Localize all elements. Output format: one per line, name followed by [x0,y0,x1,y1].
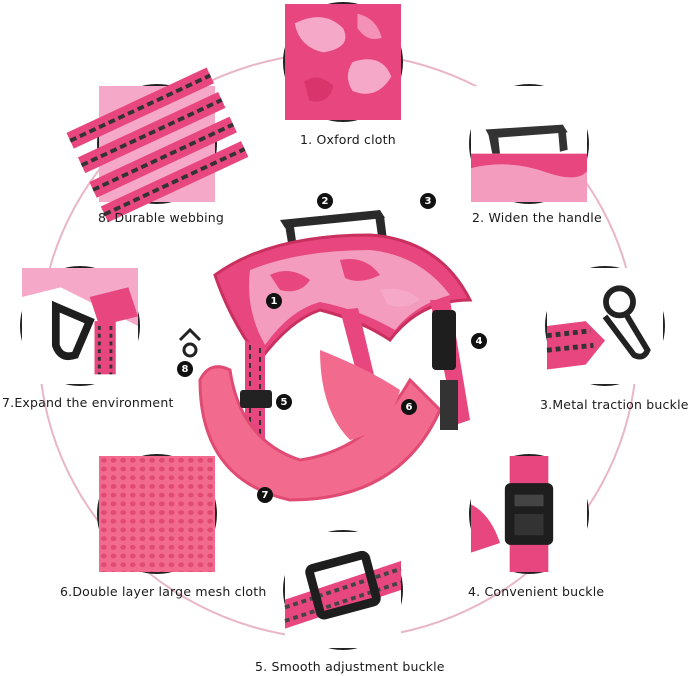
badge-6: 6 [401,399,417,415]
label-oxford-cloth: 1. Oxford cloth [300,132,396,147]
badge-5: 5 [276,394,292,410]
metal-buckle-image [545,266,665,386]
mesh-cloth-image [97,454,217,574]
badge-8: 8 [177,361,193,377]
badge-2: 2 [317,193,333,209]
label-d-ring: 7.Expand the environment [2,395,174,410]
badge-7: 7 [257,487,273,503]
badge-1: 1 [266,293,282,309]
convenient-buckle-image [469,454,589,574]
label-handle: 2. Widen the handle [472,210,602,225]
adjustment-buckle-image [283,530,403,650]
label-webbing: 8. Durable webbing [98,210,225,225]
label-metal-buckle: 3.Metal traction buckle [540,397,689,412]
label-mesh-cloth: 6.Double layer large mesh cloth [60,584,267,599]
webbing-image [66,67,249,223]
dog-harness-image [178,210,473,502]
label-adjustment-buckle: 5. Smooth adjustment buckle [255,659,445,674]
label-convenient-buckle: 4. Convenient buckle [468,584,605,599]
badge-3: 3 [420,193,436,209]
oxford-cloth-image [283,2,403,122]
d-ring-image [20,266,140,386]
badge-4: 4 [471,333,487,349]
handle-image [469,84,589,204]
